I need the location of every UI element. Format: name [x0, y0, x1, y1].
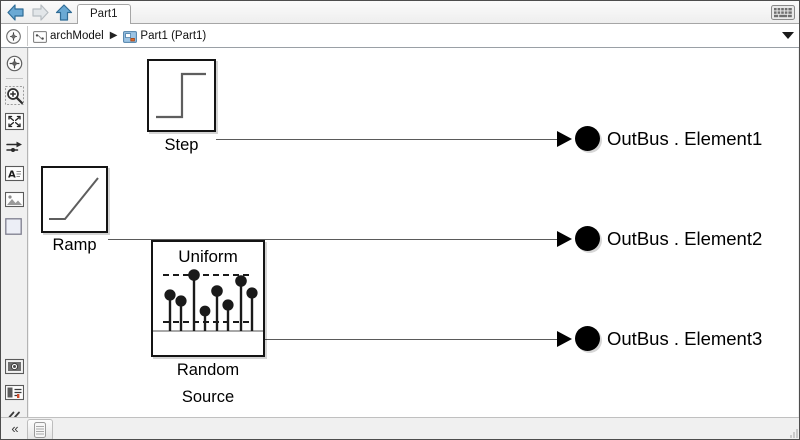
add-annotation-icon[interactable]: A — [5, 164, 24, 183]
zoom-in-glyph — [5, 86, 24, 105]
svg-text:A: A — [8, 170, 16, 181]
breadcrumb-bar: archModel ▶ Part1 (Part1) — [1, 24, 799, 48]
block-random-source-label-line1: Random — [176, 361, 240, 379]
port-outbus-element1[interactable]: OutBus . Element1 — [557, 126, 797, 152]
subsystem-glyph — [123, 31, 138, 43]
up-to-parent-button[interactable] — [53, 3, 75, 22]
port-label: OutBus . Element3 — [607, 328, 763, 349]
zoom-in-icon[interactable] — [5, 86, 24, 105]
block-step-body — [147, 59, 216, 132]
area-glyph — [5, 218, 22, 235]
port-terminator-icon — [575, 126, 600, 151]
port-arrow-icon — [557, 330, 572, 347]
subsystem-icon — [123, 29, 138, 43]
legend-icon[interactable] — [5, 383, 24, 402]
forward-arrow-icon — [32, 4, 49, 21]
breadcrumb-divider — [27, 26, 28, 46]
status-bar: « — [1, 417, 799, 439]
breadcrumb[interactable]: archModel ▶ Part1 (Part1) — [33, 24, 206, 48]
legend-glyph — [5, 384, 24, 401]
block-ramp-label: Ramp — [52, 236, 97, 254]
port-outbus-element3[interactable]: OutBus . Element3 — [557, 326, 797, 352]
back-button[interactable] — [5, 3, 27, 22]
keyboard-icon[interactable] — [771, 5, 795, 20]
forward-button[interactable] — [29, 3, 51, 22]
breadcrumb-separator: ▶ — [109, 30, 118, 41]
port-label: OutBus . Element1 — [607, 128, 763, 149]
explore-glyph — [6, 55, 23, 72]
resize-grip-glyph — [790, 429, 798, 438]
port-terminator-icon — [575, 326, 600, 351]
block-ramp-body — [41, 166, 108, 233]
step-waveform-icon — [156, 72, 206, 119]
fit-to-view-glyph — [5, 112, 24, 131]
chevron-down-icon[interactable] — [782, 32, 794, 39]
fit-to-view-icon[interactable] — [5, 112, 24, 131]
camera-icon[interactable] — [5, 357, 24, 376]
model-explorer-icon[interactable] — [5, 28, 22, 45]
signal-line-step[interactable] — [216, 139, 557, 140]
random-source-distribution-label: Uniform — [178, 247, 238, 266]
keyboard-glyph — [771, 5, 795, 20]
tab-part1[interactable]: Part1 — [77, 4, 131, 24]
port-arrow-icon — [557, 230, 572, 247]
panel-glyph — [34, 422, 46, 438]
tab-bar: Part1 — [1, 1, 799, 24]
model-canvas[interactable]: Step Ramp Uniform — [29, 48, 798, 417]
ramp-waveform-icon — [49, 177, 99, 220]
back-arrow-icon — [7, 4, 24, 21]
breadcrumb-child-label: Part1 (Part1) — [140, 30, 207, 42]
status-collapse-icon[interactable]: « — [11, 421, 19, 436]
resize-grip[interactable] — [787, 426, 798, 438]
signal-trace-glyph — [6, 141, 22, 152]
port-outbus-element2[interactable]: OutBus . Element2 — [557, 226, 797, 252]
block-step-label: Step — [164, 136, 199, 154]
status-panel-button[interactable] — [27, 419, 53, 439]
explore-glyph — [6, 29, 21, 44]
signal-trace-icon[interactable] — [5, 138, 24, 157]
model-glyph — [33, 31, 47, 43]
model-icon — [33, 29, 47, 43]
toolbar-divider — [6, 78, 23, 79]
add-image-icon[interactable] — [5, 190, 24, 209]
breadcrumb-root-label: archModel — [50, 30, 104, 42]
port-arrow-icon — [557, 130, 572, 147]
up-arrow-icon — [55, 4, 73, 21]
left-toolbar: A — [1, 48, 28, 423]
block-step[interactable]: Step — [147, 59, 216, 154]
port-label: OutBus . Element2 — [607, 228, 763, 249]
block-random-source[interactable]: Uniform R — [151, 240, 265, 406]
random-source-stem-plot-icon — [153, 269, 263, 332]
block-random-source-label-line2: Source — [181, 388, 235, 406]
add-area-icon[interactable] — [5, 218, 22, 235]
port-terminator-icon — [575, 226, 600, 251]
block-ramp[interactable]: Ramp — [41, 166, 108, 254]
camera-glyph — [5, 358, 24, 375]
image-annotation-glyph — [5, 191, 24, 208]
signal-line-random[interactable] — [265, 339, 557, 340]
signal-line-ramp[interactable] — [108, 239, 557, 240]
explore-icon[interactable] — [5, 54, 24, 73]
text-annotation-glyph: A — [5, 165, 24, 182]
